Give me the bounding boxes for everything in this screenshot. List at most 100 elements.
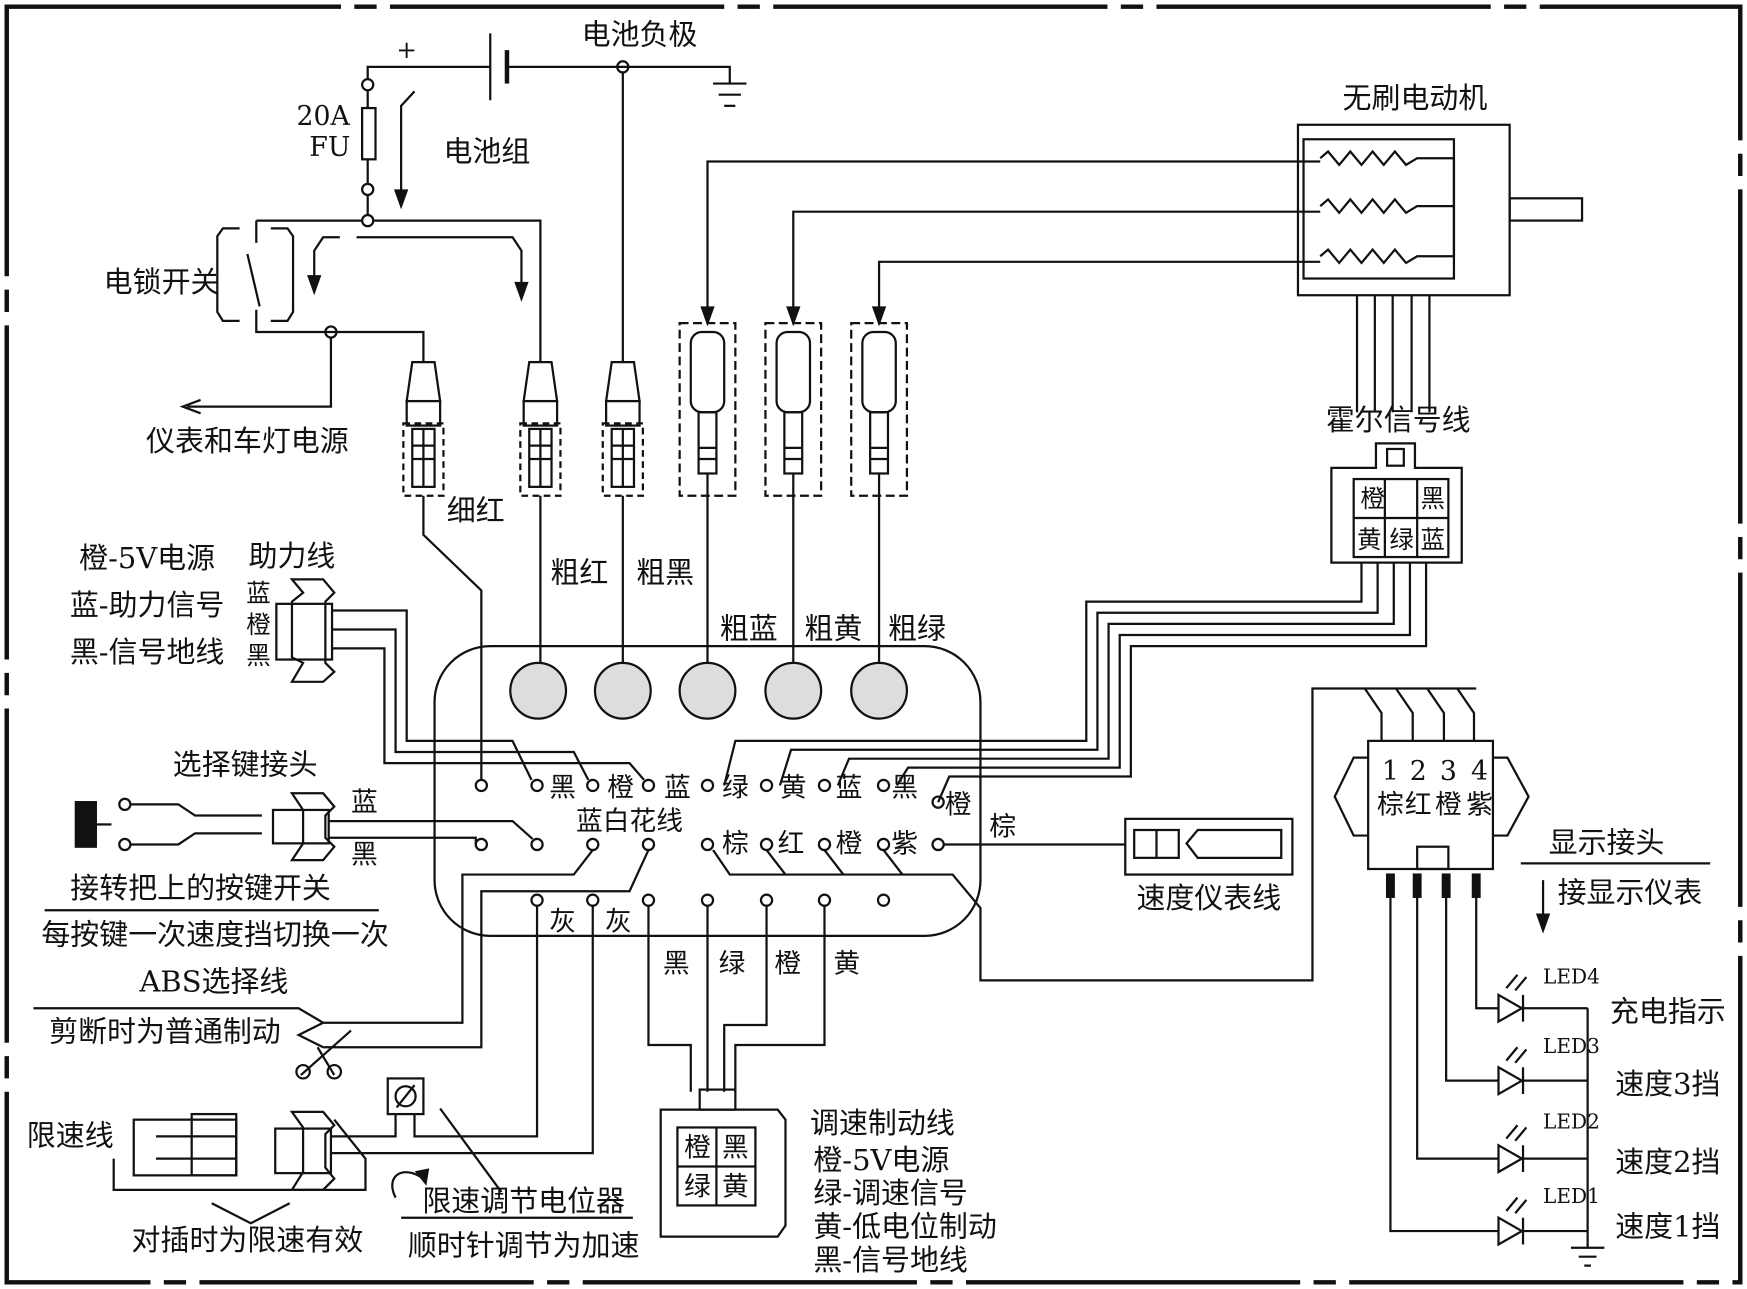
- led-wire: [1445, 896, 1499, 1082]
- scissors-icon: [316, 1046, 336, 1076]
- controller-pin: [530, 893, 544, 907]
- assist-legend-item: 橙-5V电源: [79, 541, 215, 575]
- limiter-wire: [332, 1114, 397, 1138]
- hall-connector: [1330, 442, 1463, 564]
- abs-wire: [323, 849, 650, 1049]
- display-wire: [1426, 687, 1446, 741]
- throttle-connector: [659, 1108, 787, 1238]
- display-pin-color: 橙: [1435, 789, 1462, 820]
- clockwise-arrow-icon: [391, 1171, 425, 1199]
- throttle-black-wire: [647, 905, 692, 1092]
- limiter-plug: [132, 1118, 238, 1177]
- select-blue-wire: [328, 819, 534, 840]
- display-pin-number: 1: [1382, 756, 1399, 787]
- row1-pin-label: 黑: [549, 773, 576, 804]
- blue-white-label: 蓝白花线: [576, 806, 683, 837]
- bottom-wire-label: 黄: [833, 949, 860, 980]
- limiter-wire: [332, 905, 594, 1155]
- arrow-left-icon: [179, 398, 201, 415]
- controller-pin: [876, 893, 891, 907]
- controller-pin: [641, 778, 656, 793]
- controller-pin: [817, 893, 832, 907]
- led-diode-icon: [1497, 1065, 1525, 1096]
- controller-pin: [530, 778, 544, 793]
- row1-pin-label: 蓝: [836, 773, 863, 804]
- controller-pin: [700, 893, 715, 907]
- row1-pin-label: 黄: [780, 773, 807, 804]
- fuse-terminal: [361, 182, 375, 197]
- assist-connector-body: [275, 602, 334, 661]
- meter-power-label: 仪表和车灯电源: [146, 424, 349, 458]
- pot-label: 限速调节电位器: [422, 1184, 625, 1218]
- assist-blue-wire: [332, 609, 533, 781]
- controller-pin: [876, 778, 891, 793]
- hall-cell-label: 黄: [1357, 525, 1382, 554]
- select-key-wire: [130, 803, 262, 817]
- current-arrow: [313, 236, 340, 288]
- potentiometer-icon: [395, 1084, 416, 1109]
- display-wire: [712, 687, 1477, 982]
- current-arrow: [400, 90, 416, 203]
- thick-green-connector-outline: [850, 321, 909, 497]
- motor-winding-icon: [1319, 247, 1454, 265]
- abs-title: ABS选择线: [139, 965, 289, 999]
- row2-pin-label: 橙: [836, 828, 863, 859]
- select-pin-label: 蓝: [351, 787, 378, 818]
- fuse-icon: [361, 106, 377, 161]
- select-key-wire: [130, 832, 262, 846]
- limiter-socket-body: [274, 1127, 333, 1175]
- hall-cell-label: 橙: [1360, 484, 1385, 513]
- display-pin-color: 棕: [1377, 789, 1404, 820]
- thin-red-label: 细红: [447, 493, 505, 527]
- potentiometer-icon: [394, 1085, 417, 1108]
- motor-winding-icon: [1319, 149, 1454, 167]
- limiter-title: 限速线: [27, 1118, 114, 1152]
- wiring-lines: [4, 4, 1743, 1285]
- assist-connector: [289, 578, 336, 683]
- thick-red-connector-plug-body: [522, 399, 559, 427]
- controller-pin: [700, 837, 715, 852]
- throttle-cell-label: 橙: [684, 1132, 711, 1163]
- throttle-legend-item: 橙-5V电源: [813, 1143, 949, 1177]
- light-ray-icon: [1505, 1046, 1519, 1062]
- select-terminal: [118, 797, 132, 812]
- display-pin: [1385, 873, 1395, 898]
- assist-pin-label: 橙: [246, 610, 270, 639]
- pot-pointer: [439, 1107, 503, 1193]
- arrow-down-icon: [514, 281, 529, 302]
- select-key-note: 接转把上的按键开关: [70, 871, 331, 905]
- row1-pin-label: 黑: [891, 773, 918, 804]
- display-wire: [1395, 687, 1414, 741]
- fuse-rating-label: 20A: [296, 101, 350, 132]
- lock-switch-contact: [246, 253, 261, 307]
- led-diode-icon: [1497, 1143, 1525, 1174]
- hall-signal-wire: [723, 562, 1363, 786]
- thick-yellow-connector: [775, 330, 812, 414]
- motor-shaft: [1508, 197, 1584, 222]
- battery-negative-wire: [506, 65, 731, 84]
- thick-red-wire: [373, 219, 542, 363]
- led-diode-icon: [1497, 1215, 1525, 1247]
- arrow-down-icon: [700, 306, 715, 327]
- arrow-down-icon: [307, 275, 322, 296]
- speed-meter-label: 速度仪表线: [1136, 881, 1281, 915]
- potentiometer-icon: [386, 1077, 425, 1116]
- row1-pin-label: 橙: [945, 789, 972, 820]
- thick-green-connector: [861, 330, 897, 414]
- controller-pin: [474, 778, 489, 793]
- throttle-legend-item: 绿-调速信号: [813, 1176, 968, 1210]
- throttle-legend-item: 黑-信号地线: [813, 1243, 968, 1277]
- throttle-yellow-wire: [734, 905, 826, 1092]
- row2-wire: [823, 849, 845, 876]
- meter-power-wire: [187, 337, 333, 408]
- display-pin-number: 4: [1471, 756, 1488, 787]
- led-function-label: 速度1挡: [1615, 1210, 1720, 1244]
- dashed-frame: [4, 4, 1743, 1285]
- assist-title: 助力线: [249, 539, 336, 573]
- row2-wire: [882, 849, 904, 876]
- battery-positive-wire: [366, 65, 491, 80]
- led-function-label: 速度3挡: [1615, 1067, 1720, 1101]
- thick-blue-connector: [689, 330, 726, 414]
- power-terminal: [509, 661, 568, 720]
- led-id-label: LED4: [1543, 965, 1600, 989]
